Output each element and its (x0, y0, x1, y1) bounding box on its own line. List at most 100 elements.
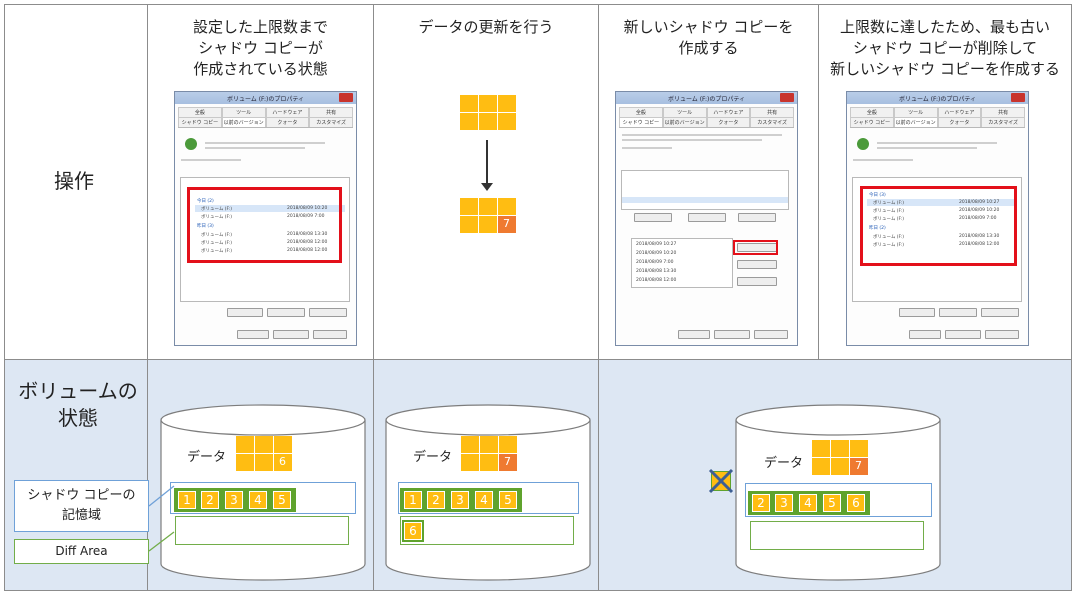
tab-quota[interactable]: クォータ (265, 117, 310, 127)
tab-general[interactable]: 全般 (850, 107, 894, 117)
cancel-button[interactable] (273, 330, 309, 339)
tab-sharing[interactable]: 共有 (750, 107, 794, 117)
shadow-store-label: シャドウ コピーの 記憶域 (14, 480, 149, 532)
connector-lines (148, 485, 175, 552)
down-arrow-icon (481, 183, 493, 191)
copy-button[interactable] (939, 308, 977, 317)
cancel-button[interactable] (945, 330, 981, 339)
data-label: データ (764, 456, 804, 471)
diff-area-box (750, 521, 924, 550)
folder-versions-label (853, 159, 913, 161)
shadow-copy-row[interactable]: 2018/08/09 7:00 (636, 260, 674, 265)
select-volume-label (622, 147, 672, 149)
list-item-name: ボリューム (F:) (873, 217, 905, 222)
list-item-name: ボリューム (F:) (873, 235, 905, 240)
tab-tools[interactable]: ツール (221, 107, 266, 117)
shadow-settings-button[interactable] (737, 277, 777, 286)
tab-hardware[interactable]: ハードウェア (265, 107, 310, 117)
shadow-store-box (170, 482, 356, 514)
tab-shadow-copies[interactable]: シャドウ コピー (850, 117, 894, 127)
tab-customize[interactable]: カスタマイズ (750, 117, 794, 127)
list-item-name: ボリューム (F:) (873, 209, 905, 214)
data-block-digit: 7 (849, 457, 868, 475)
dialog-title: ボリューム (F:)のプロパティ (667, 96, 746, 103)
tab-hardware[interactable]: ハードウェア (937, 107, 982, 117)
delete-now-button[interactable] (737, 260, 777, 269)
tab-quota[interactable]: クォータ (706, 117, 751, 127)
list-item-name: ボリューム (F:) (873, 201, 905, 206)
description-line (877, 147, 977, 149)
enable-button[interactable] (634, 213, 672, 222)
shadow-block: 6 (847, 494, 865, 512)
cancel-button[interactable] (714, 330, 750, 339)
grid-top (4, 4, 1072, 5)
shadow-store-box (398, 482, 579, 514)
copy-button[interactable] (267, 308, 305, 317)
grid-col3 (598, 4, 599, 591)
tab-hardware[interactable]: ハードウェア (706, 107, 751, 117)
shadow-block: 4 (475, 491, 493, 509)
grid-col2 (373, 4, 374, 591)
close-icon[interactable] (780, 93, 794, 102)
tab-previous-versions[interactable]: 以前のバージョン (893, 117, 938, 127)
apply-button[interactable] (313, 330, 347, 339)
diff-block: 6 (404, 522, 422, 540)
list-item-date: 2018/08/09 7:00 (959, 216, 997, 221)
list-item-date: 2018/08/09 10:27 (959, 200, 1000, 205)
shadow-copy-row[interactable]: 2018/08/09 10:27 (636, 242, 677, 247)
row-label-operation: 操作 (54, 169, 94, 193)
row-label-volume-state: ボリュームの 状態 (18, 379, 138, 430)
tab-quota[interactable]: クォータ (937, 117, 982, 127)
shadow-copy-row[interactable]: 2018/08/08 13:30 (636, 269, 677, 274)
tab-customize[interactable]: カスタマイズ (309, 117, 353, 127)
tab-shadow-copies[interactable]: シャドウ コピー (178, 117, 222, 127)
shadow-copy-row[interactable]: 2018/08/08 12:00 (636, 278, 677, 283)
volume-list[interactable] (621, 170, 789, 210)
list-item-selected[interactable] (867, 199, 1017, 206)
dialog-titlebar: ボリューム (F:)のプロパティ (616, 92, 797, 104)
tab-general[interactable]: 全般 (619, 107, 663, 117)
column-header-4: 上限数に達したため、最も古い シャドウ コピーが削除して 新しいシャドウ コピー… (830, 18, 1060, 78)
ok-button[interactable] (909, 330, 941, 339)
list-item-name: ボリューム (F:) (201, 215, 233, 220)
data-block-digit: 7 (498, 453, 517, 471)
shadow-copy-row[interactable]: 2018/08/09 10:20 (636, 251, 677, 256)
tab-previous-versions[interactable]: 以前のバージョン (221, 117, 266, 127)
tab-customize[interactable]: カスタマイズ (981, 117, 1025, 127)
tab-tools[interactable]: ツール (662, 107, 707, 117)
restore-button[interactable] (309, 308, 347, 317)
dialog-tabs: 全般ツールハードウェア共有 シャドウ コピー以前のバージョンクォータカスタマイズ (850, 107, 1025, 128)
ok-button[interactable] (678, 330, 710, 339)
restore-icon (857, 138, 869, 150)
settings-button[interactable] (738, 213, 776, 222)
close-icon[interactable] (339, 93, 353, 102)
tab-shadow-copies[interactable]: シャドウ コピー (619, 117, 663, 127)
description-line (205, 147, 305, 149)
list-item-selected[interactable] (195, 205, 345, 212)
tab-sharing[interactable]: 共有 (981, 107, 1025, 117)
restore-button[interactable] (981, 308, 1019, 317)
open-button[interactable] (899, 308, 935, 317)
tab-previous-versions[interactable]: 以前のバージョン (662, 117, 707, 127)
grid-right (1071, 4, 1072, 591)
shadow-block: 2 (201, 491, 219, 509)
volume-row-selected[interactable] (622, 197, 788, 203)
apply-button[interactable] (985, 330, 1019, 339)
versions-list[interactable] (180, 177, 350, 302)
disable-button[interactable] (688, 213, 726, 222)
open-button[interactable] (227, 308, 263, 317)
list-item-name: ボリューム (F:) (201, 249, 233, 254)
column-header-2: データの更新を行う (418, 18, 554, 36)
list-item-date: 2018/08/08 12:00 (959, 242, 1000, 247)
tab-sharing[interactable]: 共有 (309, 107, 353, 117)
apply-button[interactable] (754, 330, 788, 339)
grid-left (4, 4, 5, 591)
close-icon[interactable] (1011, 93, 1025, 102)
shadow-block: 3 (225, 491, 243, 509)
grid-col4 (818, 4, 819, 359)
shadow-copy-list[interactable]: 2018/08/09 10:27 2018/08/09 10:20 2018/0… (631, 238, 733, 288)
ok-button[interactable] (237, 330, 269, 339)
tab-general[interactable]: 全般 (178, 107, 222, 117)
tab-tools[interactable]: ツール (893, 107, 938, 117)
versions-list[interactable] (852, 177, 1022, 302)
